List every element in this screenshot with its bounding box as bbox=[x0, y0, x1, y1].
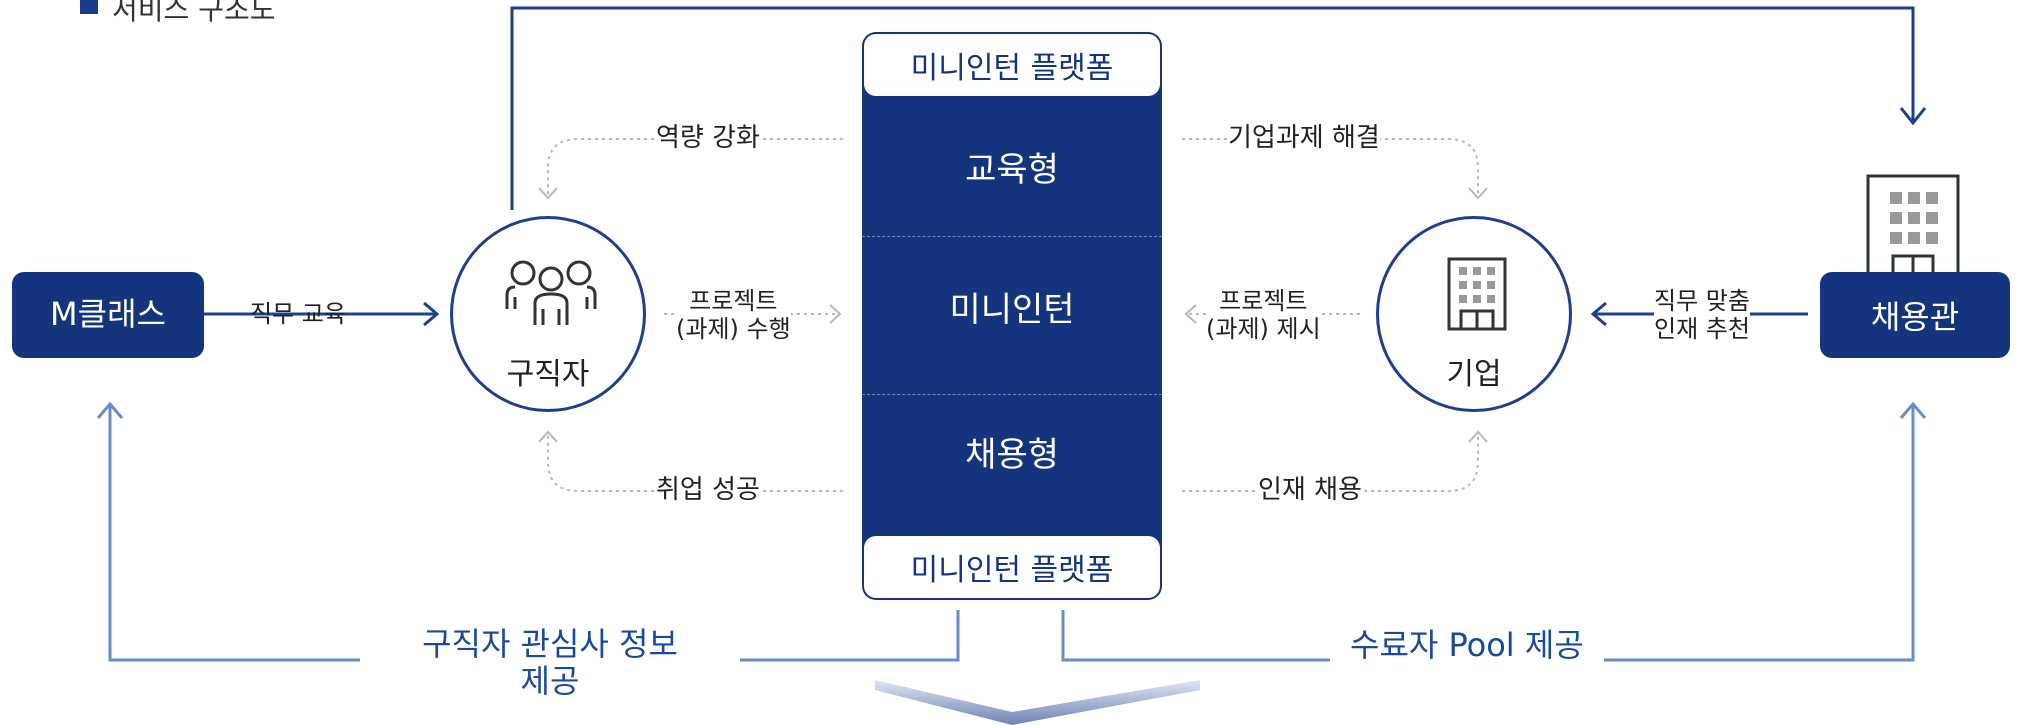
employment-success-label: 취업 성공 bbox=[656, 475, 760, 507]
title-marker bbox=[80, 0, 98, 14]
job-training-label: 직무 교육 bbox=[250, 300, 346, 328]
building-icon bbox=[1447, 257, 1507, 331]
platform-footer: 미니인턴 플랫폼 bbox=[864, 536, 1160, 598]
interest-info-line-2: 제공 bbox=[520, 661, 580, 700]
talent-recommend-arrowhead bbox=[1590, 301, 1607, 327]
project-perform-arrowhead bbox=[829, 304, 842, 324]
top-feedback-line bbox=[510, 6, 1915, 210]
bottom-chevron-shape bbox=[875, 680, 1200, 725]
section-divider-2 bbox=[862, 394, 1162, 395]
company-node: 기업 bbox=[1376, 216, 1572, 412]
job-seeker-label: 구직자 bbox=[506, 357, 590, 392]
corporate-task-arrowhead bbox=[1468, 187, 1488, 200]
graduate-pool-label: 수료자 Pool 제공 bbox=[1330, 626, 1604, 665]
graduate-pool-arrowhead bbox=[1899, 401, 1927, 419]
interest-info-label: 구직자 관심사 정보 제공 bbox=[360, 626, 740, 700]
recruiter-node: 채용관 bbox=[1820, 272, 2010, 358]
talent-recommend-line-1: 직무 맞춤 bbox=[1654, 287, 1750, 315]
platform-column: 미니인턴 플랫폼 교육형 미니인턴 채용형 미니인턴 플랫폼 bbox=[862, 32, 1162, 600]
platform-header: 미니인턴 플랫폼 bbox=[864, 34, 1160, 96]
project-perform-label: 프로젝트 (과제) 수행 bbox=[676, 287, 791, 344]
project-propose-arrowhead bbox=[1184, 304, 1197, 324]
job-training-arrowhead bbox=[423, 301, 440, 327]
section-mini-intern: 미니인턴 bbox=[949, 289, 1075, 330]
talent-hiring-arrowhead bbox=[1468, 430, 1488, 443]
project-perform-line-1: 프로젝트 bbox=[689, 287, 778, 315]
mclass-node: M클래스 bbox=[12, 272, 204, 358]
capacity-building-arrowhead bbox=[538, 187, 558, 200]
project-perform-line-2: (과제) 수행 bbox=[676, 314, 791, 343]
diagram-title: 서비스 구조도 bbox=[112, 0, 276, 26]
talent-recommend-label: 직무 맞춤 인재 추천 bbox=[1654, 287, 1750, 344]
job-seeker-node: 구직자 bbox=[450, 216, 646, 412]
interest-info-line-1: 구직자 관심사 정보 bbox=[422, 625, 678, 663]
employment-success-curve bbox=[547, 434, 843, 492]
capacity-building-label: 역량 강화 bbox=[656, 123, 760, 155]
section-recruitment: 채용형 bbox=[965, 434, 1059, 475]
graduate-pool-line bbox=[1061, 404, 1915, 662]
project-propose-line-1: 프로젝트 bbox=[1219, 287, 1308, 315]
talent-recommend-line-2: 인재 추천 bbox=[1654, 314, 1750, 343]
recruiter-label: 채용관 bbox=[1870, 298, 1960, 336]
capacity-building-curve bbox=[547, 138, 843, 196]
project-propose-line-2: (과제) 제시 bbox=[1206, 314, 1321, 343]
section-divider-1 bbox=[862, 236, 1162, 237]
employment-success-arrowhead bbox=[538, 430, 558, 443]
section-education: 교육형 bbox=[965, 149, 1059, 190]
interest-info-arrowhead bbox=[96, 401, 124, 419]
top-feedback-arrowhead bbox=[1899, 107, 1927, 126]
company-label: 기업 bbox=[1446, 357, 1502, 392]
interest-info-line bbox=[108, 404, 960, 662]
people-icon bbox=[505, 260, 597, 325]
talent-hiring-label: 인재 채용 bbox=[1258, 475, 1362, 507]
corporate-task-curve bbox=[1182, 138, 1479, 196]
project-propose-label: 프로젝트 (과제) 제시 bbox=[1206, 287, 1321, 344]
mclass-label: M클래스 bbox=[50, 295, 166, 334]
talent-hiring-curve bbox=[1182, 434, 1479, 492]
corporate-task-label: 기업과제 해결 bbox=[1228, 123, 1380, 155]
